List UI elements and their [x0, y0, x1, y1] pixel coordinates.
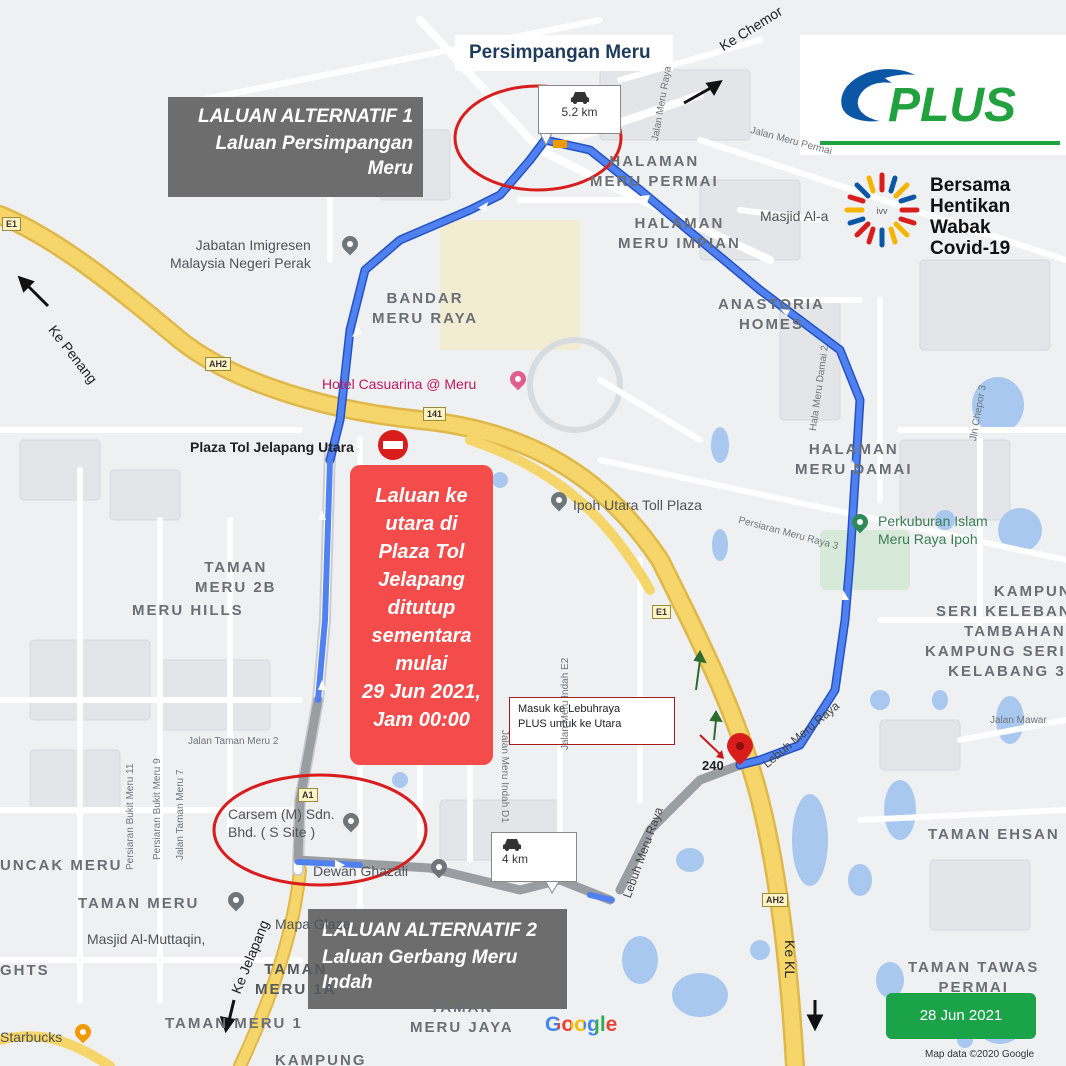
- area-halaman-meru-permai: HALAMAN MERU PERMAI: [590, 153, 719, 190]
- route-2-blue-segment: [295, 859, 363, 868]
- distance-2-label: 4 km: [502, 852, 529, 866]
- road-shield-e1-mid: E1: [652, 605, 672, 619]
- campaign-slogan: Bersama Hentikan Wabak Covid-19: [930, 175, 1011, 259]
- alt-route-1-box: LALUAN ALTERNATIF 1 Laluan Persimpangan …: [168, 97, 423, 197]
- street-jalan-taman-meru-2: Jalan Taman Meru 2: [188, 736, 279, 747]
- map-data-attribution[interactable]: Map data ©2020 Google: [925, 1049, 1035, 1060]
- entry-note: Masuk ke Lebuhraya PLUS untuk ke Utara: [509, 697, 675, 745]
- direction-kl: Ke KL: [782, 940, 798, 979]
- area-taman-meru-2b: TAMAN MERU 2B: [195, 559, 277, 596]
- place-starbucks[interactable]: Starbucks: [0, 1029, 63, 1045]
- development-area: [440, 220, 580, 350]
- plus-logo-text: PLUS: [888, 79, 1016, 132]
- distance-1-label: 5.2 km: [561, 105, 598, 119]
- route-chevrons: [318, 195, 858, 870]
- alt-route-2-title: LALUAN ALTERNATIF 2: [322, 920, 537, 941]
- place-masjid-al-a[interactable]: Masjid Al-a: [760, 208, 829, 224]
- date-label: 28 Jun 2021: [919, 1007, 1003, 1024]
- area-halaman-meru-impian: HALAMAN MERU IMPIAN: [618, 215, 741, 252]
- place-perkuburan-islam[interactable]: Perkuburan Islam Meru Raya Ipoh: [878, 513, 988, 547]
- place-carsem[interactable]: Carsem (M) Sdn. Bhd. ( S Site ): [228, 806, 335, 840]
- water-bodies: [392, 377, 1042, 1048]
- toll-marker: [553, 140, 567, 148]
- plus-logo: PLUS: [820, 69, 1060, 145]
- date-badge: 28 Jun 2021: [886, 993, 1036, 1039]
- place-hotel-casuarina[interactable]: Hotel Casuarina @ Meru: [322, 376, 477, 392]
- area-taman-meru-1a: TAMAN MERU 1A: [255, 961, 337, 998]
- place-masjid-al-muttaqin[interactable]: Masjid Al-Muttaqin,: [87, 931, 206, 947]
- street-persiaran-bukit-meru-9: Persiaran Bukit Meru 9: [152, 758, 163, 860]
- area-tambahan-kampung: TAMBAHAN KAMPUNG SERI KELABANG 3: [925, 623, 1066, 680]
- street-jalan-taman-meru-7: Jalan Taman Meru 7: [175, 769, 186, 860]
- car-icon: [570, 92, 589, 104]
- cemetery-area: [820, 530, 910, 590]
- green-arrows: [693, 649, 723, 741]
- area-taman-meru-jaya: TAMAN MERU JAYA: [410, 999, 514, 1036]
- distance-callout-2: 4 km: [491, 832, 577, 882]
- note-arrow: [699, 734, 723, 757]
- road-shield-ah2-south: AH2: [762, 893, 789, 907]
- place-mapa-glaze[interactable]: Mapa Glaze: [275, 916, 351, 932]
- intersection-title-box: Persimpangan Meru: [455, 35, 673, 71]
- area-taman-ehsan: TAMAN EHSAN: [928, 826, 1060, 843]
- area-taman-meru: TAMAN MERU: [78, 895, 200, 912]
- area-meru-hills: MERU HILLS: [132, 602, 244, 619]
- highways: [0, 205, 805, 1066]
- street-persiaran-bukit-meru-11: Persiaran Bukit Meru 11: [125, 763, 136, 870]
- area-taman-meru-1: TAMAN MERU 1: [165, 1015, 303, 1032]
- place-dewan-ghazali[interactable]: Dewan Ghazali: [313, 863, 408, 879]
- area-kampung-seri-kelebang: KAMPUNG SERI KELEBANG: [936, 583, 1066, 620]
- area-halaman-meru-damai: HALAMAN MERU DAMAI: [795, 441, 913, 478]
- alt-route-2-subtitle: Laluan Gerbang Meru Indah: [322, 947, 518, 993]
- exit-number: 240: [702, 758, 724, 773]
- area-ghts: GHTS: [0, 962, 50, 979]
- area-kampung: KAMPUNG: [275, 1052, 367, 1066]
- place-jabatan-imigresen[interactable]: Jabatan Imigresen Malaysia Negeri Perak: [170, 237, 311, 271]
- street-jalan-mawar: Jalan Mawar: [990, 715, 1047, 726]
- no-entry-icon: [378, 430, 408, 460]
- roundabout-area: [527, 337, 623, 433]
- alt-route-1-title: LALUAN ALTERNATIF 1: [198, 106, 413, 127]
- street-jalan-meru-indah-e2: Jalan Meru Indah E2: [560, 657, 571, 750]
- google-logo-text: Google: [545, 1013, 618, 1036]
- road-shield-e1-west: E1: [2, 217, 22, 231]
- campaign-emblem-icon: ivv: [844, 172, 920, 248]
- direction-arrows: [17, 80, 824, 1034]
- place-ipoh-utara-toll-plaza[interactable]: Ipoh Utara Toll Plaza: [573, 497, 702, 513]
- road-shield-a1: A1: [298, 788, 318, 802]
- google-logo: Google: [545, 1013, 617, 1037]
- intersection-title: Persimpangan Meru: [469, 42, 651, 63]
- alt-route-2-box: LALUAN ALTERNATIF 2 Laluan Gerbang Meru …: [308, 909, 567, 1009]
- alt-route-1-subtitle: Laluan Persimpangan Meru: [215, 133, 413, 179]
- highlight-circle-gerbang: [212, 773, 428, 887]
- campaign-badge: ivv: [877, 206, 888, 216]
- place-plaza-tol-jelapang-utara[interactable]: Plaza Tol Jelapang Utara: [190, 439, 354, 455]
- area-bandar-meru-raya: BANDAR MERU RAYA: [372, 290, 479, 327]
- closure-notice: Laluan ke utara di Plaza Tol Jelapang di…: [350, 465, 493, 765]
- distance-callout-1: 5.2 km: [538, 85, 621, 134]
- car-icon: [503, 839, 521, 851]
- road-shield-141: 141: [423, 407, 447, 421]
- area-anastoria-homes: ANASTORIA HOMES: [718, 296, 825, 333]
- road-shield-ah2-west: AH2: [205, 357, 232, 371]
- area-taman-tawas-permai: TAMAN TAWAS PERMAI: [908, 959, 1040, 996]
- exit-pin-icon: [727, 733, 753, 765]
- area-uncak-meru: UNCAK MERU: [0, 857, 123, 874]
- street-jalan-meru-indah-d1: Jalan Meru Indah D1: [499, 730, 510, 823]
